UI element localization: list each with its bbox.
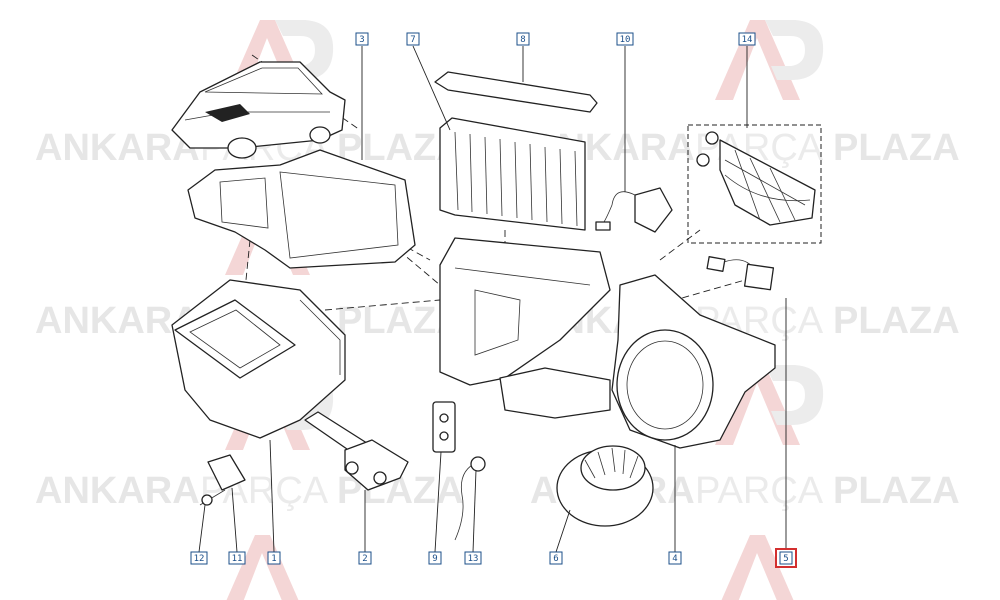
filter-cover [434, 71, 598, 113]
watermark-word: ANKARA [35, 470, 200, 512]
callout-6[interactable]: 6 [549, 551, 563, 565]
watermark-logo [715, 365, 824, 445]
evaporator-housing [439, 237, 611, 419]
callout-number: 5 [783, 554, 788, 564]
callout-number: 13 [468, 554, 479, 564]
watermark-word: ANKARA [35, 300, 200, 342]
callout-number: 12 [194, 554, 205, 564]
watermark-word: PARÇA [695, 470, 824, 512]
flap-detail-box [687, 124, 822, 244]
callout-12[interactable]: 12 [190, 551, 208, 565]
watermark-logo [226, 535, 299, 600]
watermark-logo [715, 20, 824, 100]
callout-number: 3 [359, 35, 364, 45]
callout-number: 4 [672, 554, 677, 564]
callout-10[interactable]: 10 [616, 32, 634, 46]
watermark-logo [721, 535, 794, 600]
cabin-filter [439, 117, 586, 231]
callout-number: 11 [232, 554, 243, 564]
callout-number: 2 [362, 554, 367, 564]
mounting-screw [199, 489, 226, 506]
blower-motor [556, 445, 654, 527]
callout-number: 14 [742, 35, 753, 45]
callout-number: 8 [520, 35, 525, 45]
blower-housing [611, 274, 776, 449]
callout-7[interactable]: 7 [406, 32, 420, 46]
callout-1[interactable]: 1 [267, 551, 281, 565]
watermark-word: PLAZA [833, 127, 960, 169]
wire-connector [706, 256, 775, 291]
air-duct-housing [187, 149, 416, 269]
watermark-word: PLAZA [833, 470, 960, 512]
callout-number: 1 [271, 554, 276, 564]
leader-lines [198, 45, 787, 553]
callout-number: 7 [410, 35, 415, 45]
callout-number: 6 [553, 554, 558, 564]
callout-3-top[interactable]: 3 [355, 32, 369, 46]
callout-11[interactable]: 11 [228, 551, 246, 565]
callout-8[interactable]: 8 [516, 32, 530, 46]
callout-13[interactable]: 13 [464, 551, 482, 565]
callout-2[interactable]: 2 [358, 551, 372, 565]
blower-resistor [207, 454, 246, 491]
heater-core [304, 411, 409, 491]
callout-9[interactable]: 9 [428, 551, 442, 565]
callout-number: 9 [432, 554, 437, 564]
watermark-row-3: ANKARA PARÇA PLAZA ANKARA PARÇA PLAZA [35, 470, 960, 512]
callout-labels: 3 7 8 10 14 12 11 1 [190, 32, 797, 568]
callout-number: 10 [620, 35, 631, 45]
callout-14[interactable]: 14 [738, 32, 756, 46]
callout-4[interactable]: 4 [668, 551, 682, 565]
vehicle-illustration [171, 61, 346, 159]
drain-pipe [454, 456, 486, 541]
heater-box [171, 279, 346, 439]
callout-5-highlighted[interactable]: 5 [775, 548, 797, 568]
watermark-word: PLAZA [833, 300, 960, 342]
expansion-valve [432, 401, 456, 453]
watermark-word: ANKARA [35, 127, 200, 169]
flap-actuator [595, 187, 673, 233]
